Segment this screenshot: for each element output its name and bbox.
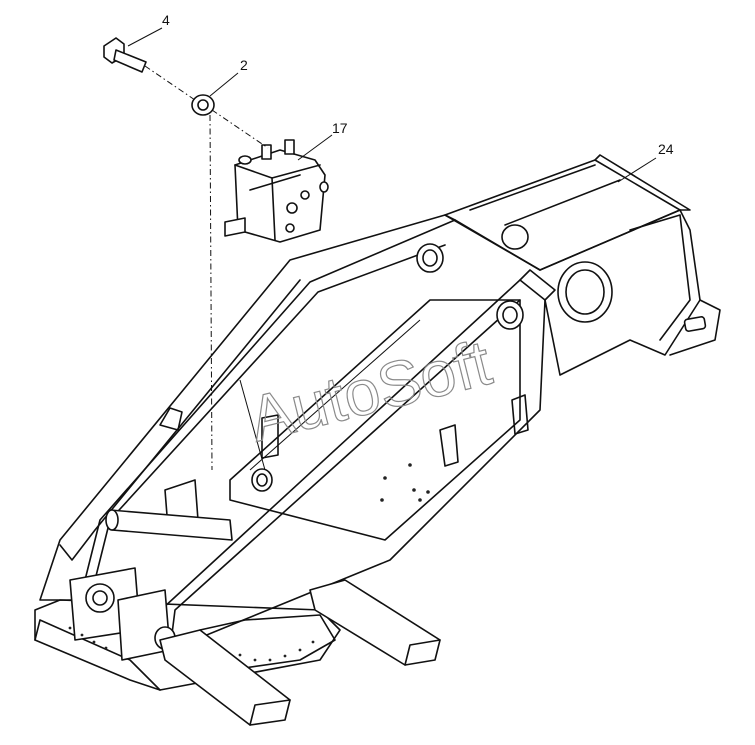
- assembly-lines: [144, 65, 269, 471]
- front-base: [34, 567, 441, 726]
- washer: [191, 94, 215, 116]
- watermark: AutoSoft: [242, 326, 498, 455]
- callout-4: 4: [162, 12, 170, 28]
- base-hole-row: [68, 626, 315, 662]
- callout-24: 24: [658, 141, 674, 157]
- main-frame: [39, 154, 721, 651]
- bolt: [103, 37, 147, 73]
- valve-block: [224, 139, 329, 243]
- callouts: 4 2 17 24: [127, 12, 674, 183]
- callout-17: 17: [332, 120, 348, 136]
- callout-2: 2: [240, 57, 248, 73]
